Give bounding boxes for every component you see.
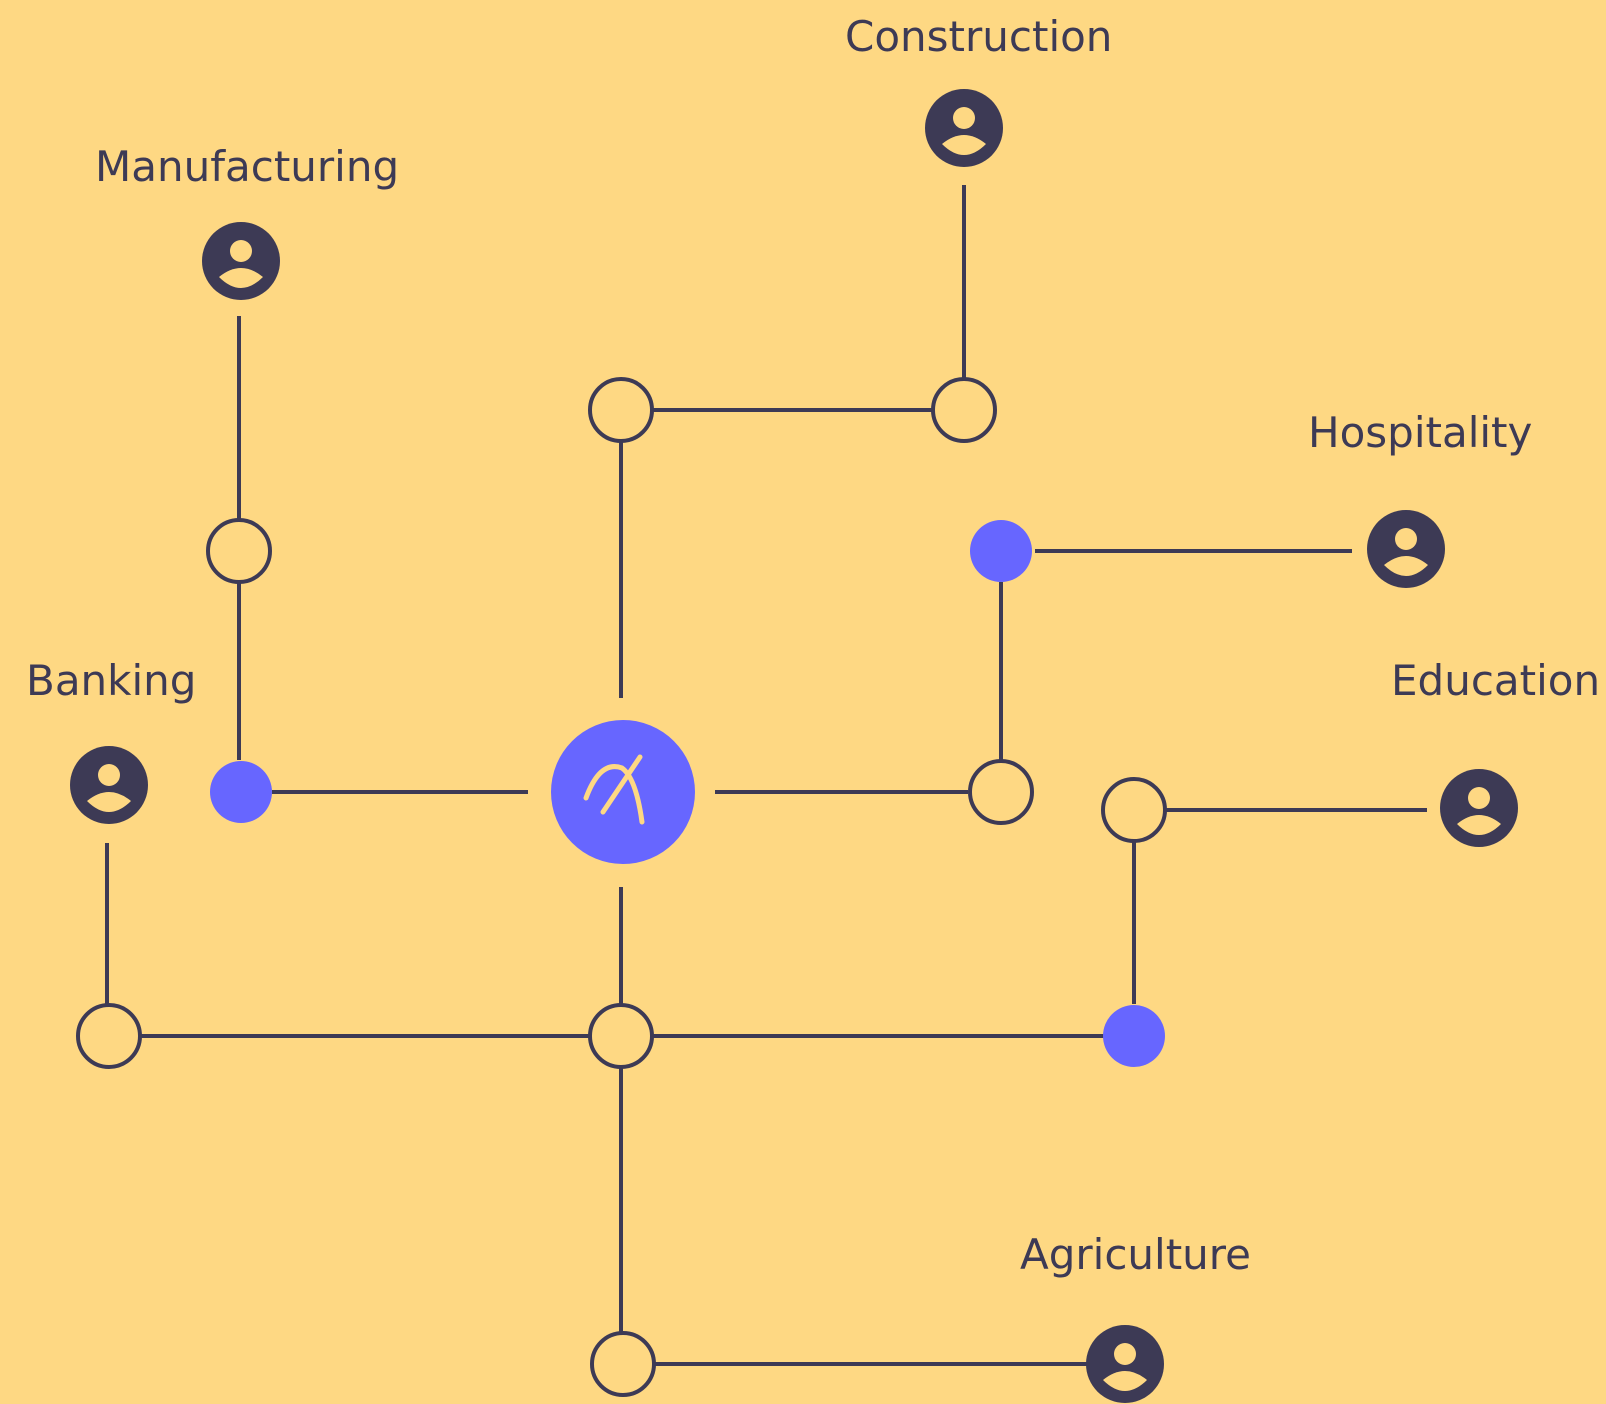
junction-node	[931, 377, 997, 443]
active-node	[210, 761, 272, 823]
junction-node	[968, 759, 1034, 825]
junction-node	[588, 1003, 654, 1069]
active-node	[970, 520, 1032, 582]
junction-node	[590, 1331, 656, 1397]
dirham-currency-icon	[583, 764, 645, 825]
user-icon	[1086, 1325, 1164, 1403]
junction-node	[206, 518, 272, 584]
user-icon	[202, 222, 280, 300]
user-icon	[1440, 769, 1518, 847]
label-agriculture: Agriculture	[1020, 1230, 1251, 1279]
label-construction: Construction	[845, 12, 1113, 61]
junction-node	[1101, 777, 1167, 843]
junction-node	[588, 377, 654, 443]
junction-node	[76, 1003, 142, 1069]
user-icon	[925, 89, 1003, 167]
label-education: Education	[1391, 656, 1601, 705]
user-icon	[70, 746, 148, 824]
label-hospitality: Hospitality	[1308, 408, 1533, 457]
label-banking: Banking	[26, 656, 197, 705]
hub-node	[551, 720, 695, 864]
label-manufacturing: Manufacturing	[95, 142, 400, 191]
user-icon	[1367, 510, 1445, 588]
dirham-currency-icon-stroke	[600, 754, 643, 815]
active-node	[1103, 1005, 1165, 1067]
